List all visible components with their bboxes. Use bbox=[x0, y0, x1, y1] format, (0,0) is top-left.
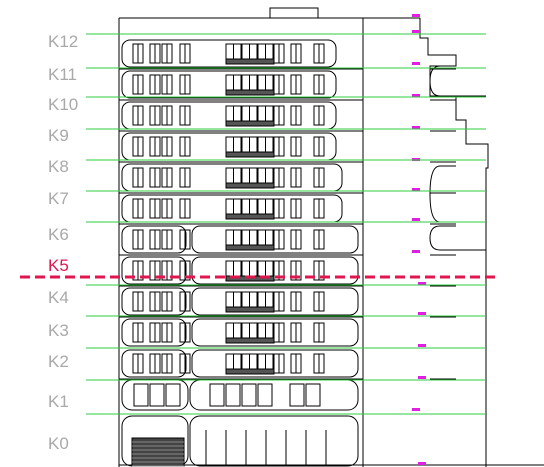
level-label: K12 bbox=[48, 32, 78, 51]
level-label: K4 bbox=[48, 288, 69, 307]
floor-bands bbox=[119, 39, 456, 380]
window bbox=[241, 383, 257, 407]
level-label: K8 bbox=[48, 157, 69, 176]
elevation-marker bbox=[412, 218, 420, 221]
level-label: K1 bbox=[48, 392, 69, 411]
sill-strip bbox=[225, 182, 275, 189]
level-label: K0 bbox=[48, 434, 69, 453]
elevation-marker bbox=[412, 126, 420, 129]
sill-strip bbox=[225, 151, 275, 158]
balcony-outline bbox=[191, 318, 359, 347]
roof-box bbox=[269, 7, 319, 19]
level-label: K5 bbox=[48, 256, 69, 275]
side-balcony bbox=[429, 65, 486, 97]
floor-row bbox=[119, 225, 456, 256]
balcony-outline bbox=[121, 225, 187, 254]
balcony-outline bbox=[121, 256, 187, 285]
side-balcony bbox=[429, 165, 486, 223]
window bbox=[289, 383, 305, 407]
balcony-outline bbox=[121, 70, 337, 99]
level-label: K11 bbox=[48, 65, 77, 84]
level-label: K10 bbox=[48, 95, 78, 114]
elevation-marker bbox=[412, 30, 420, 33]
ground-floor bbox=[121, 379, 359, 467]
level-k4: K4 bbox=[48, 284, 486, 307]
level-k12: K12 bbox=[48, 32, 486, 51]
elevation-marker bbox=[418, 344, 426, 347]
elevation-marker bbox=[412, 408, 420, 411]
elevation-marker bbox=[412, 14, 420, 17]
level-label: K6 bbox=[48, 225, 69, 244]
floor-row bbox=[119, 101, 456, 132]
floor-row bbox=[119, 163, 456, 194]
shopfront-frame bbox=[189, 415, 359, 467]
balcony-outline bbox=[191, 225, 359, 254]
level-k8: K8 bbox=[48, 157, 486, 176]
floor-row bbox=[119, 39, 456, 70]
elevation-marker bbox=[418, 462, 426, 465]
sill-strip bbox=[225, 337, 275, 344]
sill-strip bbox=[225, 244, 275, 251]
level-label: K3 bbox=[48, 321, 69, 340]
level-k6: K6 bbox=[48, 221, 486, 244]
elevation-marker bbox=[418, 312, 426, 315]
side-balcony bbox=[429, 225, 486, 251]
garage-door bbox=[131, 437, 185, 467]
floor-row bbox=[119, 349, 456, 380]
level-k5: K5 bbox=[20, 256, 500, 279]
level-k1: K1 bbox=[48, 379, 486, 411]
level-k10: K10 bbox=[48, 95, 486, 114]
window bbox=[209, 383, 225, 407]
elevation-marker bbox=[412, 94, 420, 97]
balcony-outline bbox=[121, 318, 187, 347]
window bbox=[165, 383, 181, 407]
level-k2: K2 bbox=[48, 347, 486, 371]
level-label: K2 bbox=[48, 352, 69, 371]
balcony-outline bbox=[121, 349, 187, 378]
balcony-outline bbox=[121, 287, 187, 316]
window bbox=[133, 383, 149, 407]
sill-strip bbox=[225, 89, 275, 96]
elevation-marker bbox=[412, 250, 420, 253]
sill-strip bbox=[225, 306, 275, 313]
sill-strip bbox=[225, 213, 275, 220]
floor-row bbox=[119, 70, 456, 101]
elevation-marker bbox=[418, 376, 426, 379]
window bbox=[257, 383, 273, 407]
sill-strip bbox=[225, 368, 275, 375]
elevation-marker bbox=[418, 282, 426, 285]
level-k0: K0 bbox=[48, 413, 486, 453]
balcony-outline bbox=[121, 39, 337, 68]
building-outline bbox=[118, 7, 544, 467]
window bbox=[149, 383, 165, 407]
floor-row bbox=[119, 132, 456, 163]
level-k9: K9 bbox=[48, 126, 486, 145]
elevation-marker bbox=[412, 188, 420, 191]
floor-row bbox=[119, 194, 456, 225]
balcony-outline bbox=[191, 256, 359, 285]
floor-row bbox=[119, 256, 456, 287]
level-k11: K11 bbox=[48, 65, 486, 84]
window bbox=[225, 383, 241, 407]
sill-strip bbox=[225, 58, 275, 65]
floor-row bbox=[119, 287, 456, 318]
balcony-outline bbox=[191, 349, 359, 378]
balcony-outline bbox=[191, 287, 359, 316]
level-label: K9 bbox=[48, 126, 69, 145]
sill-strip bbox=[225, 120, 275, 127]
level-k3: K3 bbox=[48, 315, 486, 340]
floor-row bbox=[119, 318, 456, 349]
level-label: K7 bbox=[48, 189, 69, 208]
window bbox=[305, 383, 321, 407]
level-k7: K7 bbox=[48, 189, 486, 208]
elevation-marker bbox=[412, 62, 420, 65]
